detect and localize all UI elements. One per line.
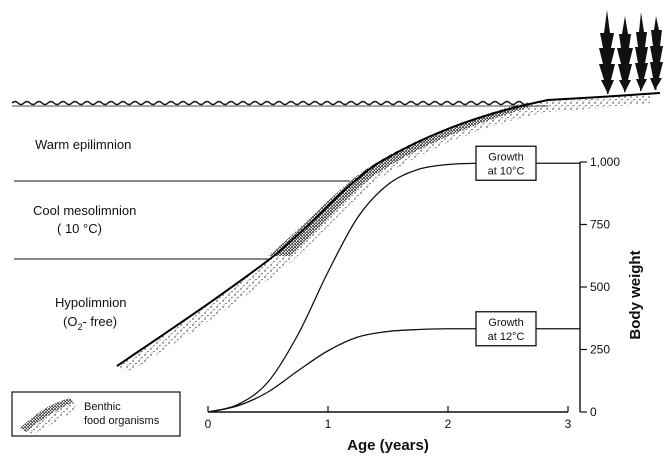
hypolimnion-label: Hypolimnion: [55, 295, 127, 310]
y-tick-label: 250: [590, 343, 610, 357]
epilimnion-label: Warm epilimnion: [35, 137, 131, 152]
mesolimnion-label: Cool mesolimnion: [33, 203, 136, 218]
growth-12c-label-box: [475, 311, 537, 347]
benthic-legend-swatch: [20, 398, 74, 432]
growth-10c-line: [207, 162, 580, 413]
sediment-band: [117, 93, 650, 372]
shore-trees-icon: [599, 10, 663, 94]
legend-label-line1: Benthic: [84, 401, 121, 413]
y-tick-label: 0: [590, 405, 597, 419]
legend: Benthic food organisms: [11, 391, 181, 437]
x-tick-label: 1: [325, 417, 332, 431]
x-tick-label: 0: [205, 417, 212, 431]
y-tick-label: 1,000: [590, 155, 620, 169]
legend-stipple: [26, 402, 78, 434]
growth-10c-label-line1: Growth: [488, 151, 523, 163]
hypolimnion-o2-label: (O2- free): [63, 314, 117, 332]
growth-10c-label-line2: at 10°C: [488, 165, 525, 177]
x-axis-title: Age (years): [347, 437, 429, 454]
y-axis-title: Body weight: [627, 250, 644, 339]
mesolimnion-temp-label: ( 10 °C): [57, 221, 102, 236]
x-tick-label: 2: [445, 417, 452, 431]
benthic-band: [268, 104, 530, 256]
growth-12c-label-line2: at 12°C: [488, 331, 525, 343]
y-tick-label: 500: [590, 280, 610, 294]
x-tick-label: 3: [565, 417, 572, 431]
water-surface: [11, 100, 529, 106]
lake-bottom-profile: [116, 92, 661, 367]
legend-label-line2: food organisms: [84, 415, 160, 427]
growth-10c-label-box: [475, 145, 537, 181]
y-tick-label: 750: [590, 218, 610, 232]
growth-12c-label-line1: Growth: [488, 317, 523, 329]
